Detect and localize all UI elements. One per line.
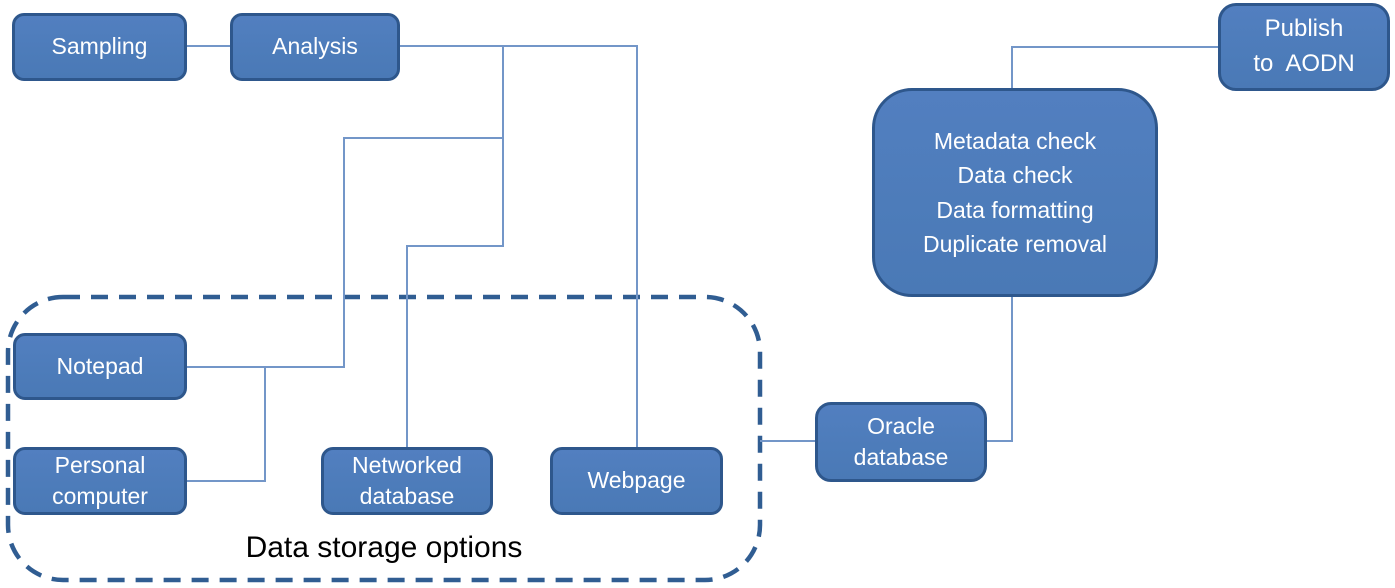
node-publish-label-line2: to AODN — [1253, 50, 1355, 77]
node-publish-label-line1: Publish — [1264, 15, 1344, 43]
node-sampling-label: Sampling — [51, 33, 148, 60]
edge-processing-publish — [1011, 46, 1218, 88]
node-networked-database: Networked database — [321, 447, 493, 515]
processing-step-duplicate-removal: Duplicate removal — [922, 230, 1108, 257]
node-webpage: Webpage — [550, 447, 723, 515]
node-oracle-database-label-line2: database — [853, 444, 949, 470]
processing-step-data-formatting: Data formatting — [936, 196, 1094, 223]
edge-notepad-personal-computer — [187, 367, 266, 482]
processing-step-metadata-check: Metadata check — [933, 128, 1097, 155]
data-storage-options-label: Data storage options — [245, 531, 523, 564]
node-notepad: Notepad — [13, 333, 187, 400]
node-personal-computer: Personal computer — [13, 447, 187, 515]
node-sampling: Sampling — [12, 13, 187, 81]
edge-analysis-notepad — [187, 137, 503, 368]
node-publish-to-aodn: Publish to AODN — [1218, 3, 1390, 91]
processing-step-data-check: Data check — [957, 162, 1073, 189]
node-personal-computer-label-line1: Personal — [54, 451, 146, 478]
data-storage-container-border — [5, 294, 763, 583]
node-analysis: Analysis — [230, 13, 400, 81]
edge-oracle-processing — [987, 297, 1013, 442]
node-webpage-label: Webpage — [587, 467, 686, 494]
edge-analysis-networked-database — [406, 46, 504, 447]
node-personal-computer-label-line2: computer — [52, 483, 148, 509]
node-networked-database-label-line2: database — [359, 483, 455, 509]
edge-analysis-webpage — [400, 45, 638, 447]
node-oracle-database-label-line1: Oracle — [867, 412, 935, 439]
node-analysis-label: Analysis — [272, 33, 358, 60]
node-processing-steps: Metadata check Data check Data formattin… — [872, 88, 1158, 297]
node-oracle-database: Oracle database — [815, 402, 987, 482]
node-notepad-label: Notepad — [56, 352, 144, 379]
node-networked-database-label-line1: Networked — [352, 451, 462, 478]
